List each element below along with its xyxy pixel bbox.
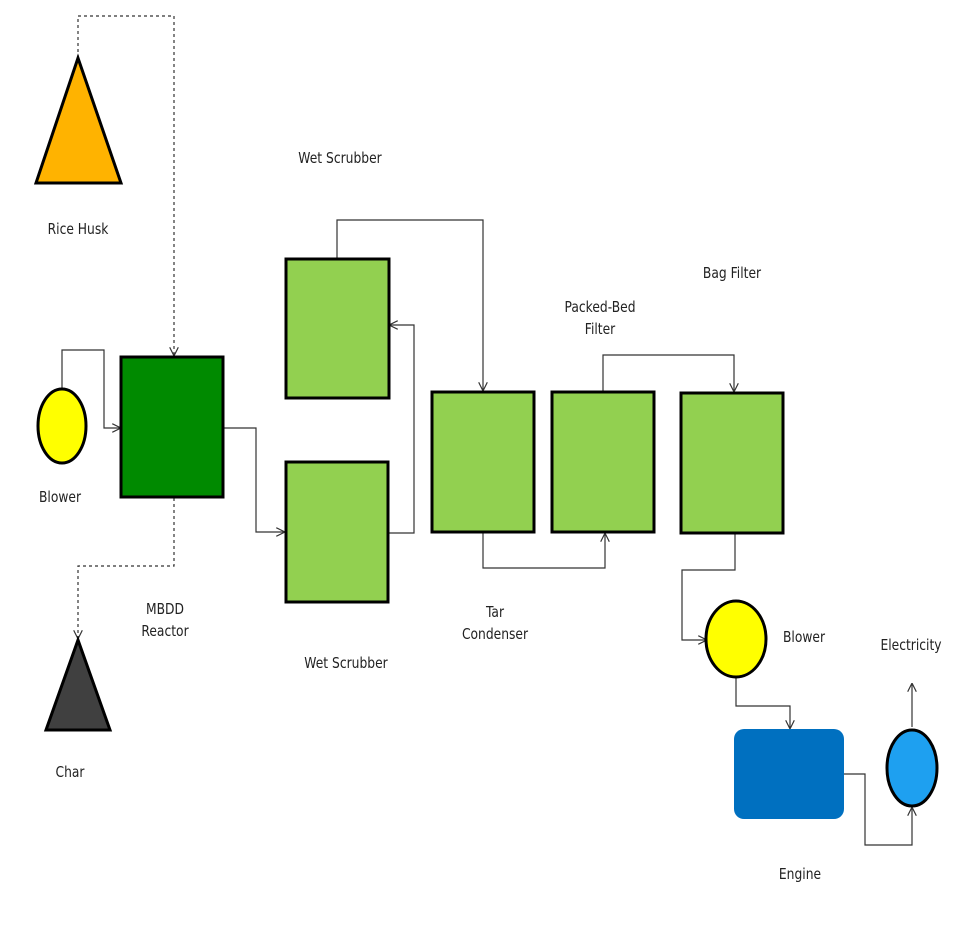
tar-condenser-box — [430, 390, 536, 534]
packed-label-line1: Packed-Bed — [564, 298, 636, 316]
air-line-blower — [61, 349, 120, 428]
mbdd-label-line2: Reactor — [141, 622, 189, 640]
tar-label-line1: Tar — [485, 603, 505, 621]
mbdd-label-line1: MBDD — [145, 600, 185, 618]
char-triangle — [43, 635, 113, 732]
condenser-to-packed-line — [482, 533, 605, 569]
generator-circle — [885, 728, 939, 808]
mbdd-reactor-box — [119, 355, 225, 499]
char-label: Char — [55, 763, 85, 781]
blower-right-label: Blower — [782, 628, 826, 646]
scrubber-to-scrubber-line — [388, 325, 415, 534]
blower-right-circle — [704, 599, 768, 679]
wet-scrubber-bottom-box — [284, 460, 390, 604]
blower-left-circle — [36, 387, 88, 465]
rice-husk-label: Rice Husk — [47, 220, 109, 238]
packed-bed-filter-label: Packed-Bed Filter — [551, 296, 649, 340]
bag-filter-box — [679, 391, 785, 535]
packed-label-line2: Filter — [584, 320, 616, 338]
reactor-to-scrubber-line — [224, 427, 284, 532]
blower-left-label: Blower — [38, 488, 82, 506]
scrubber-to-condenser-line — [336, 219, 483, 390]
tar-condenser-label: Tar Condenser — [450, 601, 540, 645]
wet-scrubber-top-box — [284, 257, 391, 400]
bag-to-blower-line — [681, 534, 736, 640]
feed-line-rice-husk — [77, 15, 174, 355]
packed-to-bag-line — [602, 354, 734, 391]
wet-scrubber-bottom-label: Wet Scrubber — [304, 654, 388, 672]
engine-box — [734, 729, 844, 819]
wet-scrubber-top-label: Wet Scrubber — [298, 149, 382, 167]
electricity-label: Electricity — [880, 636, 942, 654]
rice-husk-triangle — [33, 53, 124, 185]
tar-label-line2: Condenser — [461, 625, 529, 643]
packed-bed-filter-box — [550, 390, 656, 534]
mbdd-reactor-label: MBDD Reactor — [120, 598, 210, 642]
char-line — [78, 498, 175, 638]
engine-to-generator-line — [844, 773, 912, 846]
blower-to-engine-line — [735, 678, 790, 728]
engine-label: Engine — [778, 865, 822, 883]
bag-filter-label: Bag Filter — [702, 264, 762, 282]
